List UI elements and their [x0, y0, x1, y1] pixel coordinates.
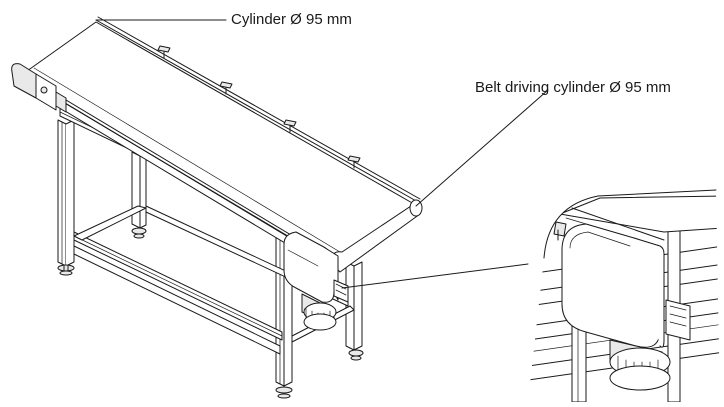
- rear-cylinder: [11, 63, 67, 113]
- adjustment-knobs: [157, 45, 361, 169]
- drive-motor: [283, 231, 349, 331]
- belt-driving-cylinder-label: Belt driving cylinder Ø 95 mm: [475, 79, 671, 96]
- detail-view: [528, 189, 720, 402]
- cylinder-label: Cylinder Ø 95 mm: [231, 11, 352, 28]
- conveyor-belt: [15, 16, 421, 271]
- drive-cylinder-leader-line: [415, 89, 549, 207]
- detail-leader-line: [341, 263, 529, 289]
